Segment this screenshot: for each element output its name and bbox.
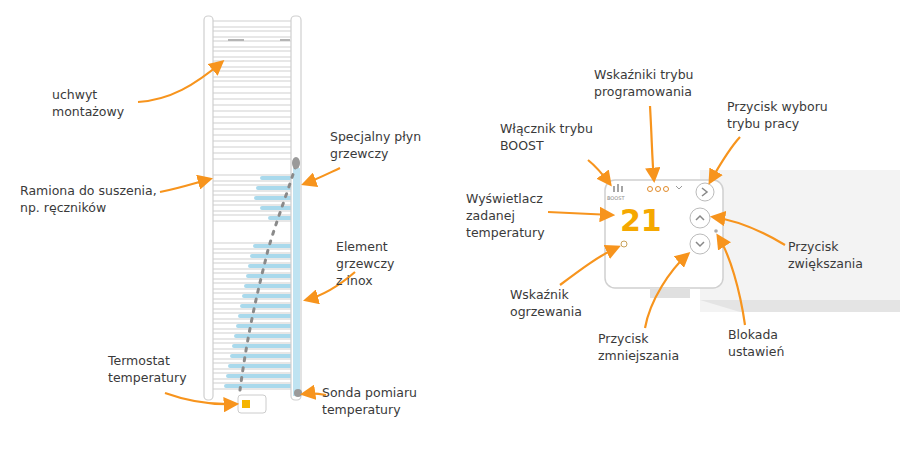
lock-indicator — [714, 229, 718, 233]
leader-arrow — [650, 106, 654, 180]
display-digits: 21 — [620, 204, 680, 238]
callout-label: Termostat temperatury — [108, 352, 203, 386]
mini-display — [242, 400, 250, 408]
callout-label: Wyświetlacz zadanej temperatury — [466, 190, 558, 241]
leader-arrow — [718, 236, 745, 325]
program-icon — [676, 186, 682, 189]
callout-label: Wskaźniki trybu programowania — [594, 66, 712, 100]
leader-arrow — [160, 179, 210, 192]
leader-arrow — [588, 160, 610, 184]
leader-arrow — [710, 137, 740, 182]
sensor-probe — [294, 389, 302, 397]
radiator — [204, 16, 302, 413]
leader-arrow — [138, 62, 222, 102]
mode-button — [696, 183, 714, 201]
decrease-icon — [696, 242, 704, 246]
callout-label: Element grzewczy z inox — [336, 238, 404, 289]
element-cap — [292, 157, 300, 169]
leader-arrow — [713, 217, 785, 245]
heating-indicator-icon — [621, 241, 627, 247]
callout-label: Przycisk zmniejszania — [598, 330, 696, 364]
mode-icon — [702, 188, 707, 196]
thermostat-panel — [605, 170, 900, 312]
callout-label: uchwyt montażowy — [52, 86, 137, 120]
panel-body — [700, 170, 900, 312]
leader-arrow — [645, 254, 688, 328]
leader-arrows — [138, 62, 785, 404]
leader-arrow — [304, 168, 340, 184]
program-indicator — [648, 187, 653, 192]
fluid-rail — [293, 168, 300, 396]
right-rail — [291, 16, 301, 400]
callout-label: Przycisk wyboru trybu pracy — [727, 98, 842, 132]
leader-arrow — [165, 393, 236, 404]
panel-front — [605, 180, 723, 288]
mount-bracket — [228, 39, 290, 41]
panel-base — [700, 300, 900, 312]
callout-label: Blokada ustawień — [728, 326, 808, 360]
program-indicator — [664, 187, 669, 192]
boost-icon — [614, 184, 622, 192]
callout-label: Specjalny płyn grzewczy — [330, 128, 442, 162]
callout-label: Ramiona do suszenia, np. ręczników — [20, 182, 178, 216]
button-caption: BOOST — [607, 195, 637, 201]
mini-thermostat — [238, 395, 266, 413]
increase-icon — [696, 216, 704, 220]
callout-label: Sonda pomiaru temperatury — [322, 384, 437, 418]
leader-arrow — [548, 212, 612, 215]
program-indicator — [656, 187, 661, 192]
callout-label: Włącznik trybu BOOST — [500, 120, 608, 154]
increase-button — [690, 208, 710, 228]
leader-arrow — [560, 247, 618, 285]
callout-label: Wskaźnik ogrzewania — [510, 286, 595, 320]
heating-element — [240, 165, 296, 390]
callout-label: Przycisk zwiększania — [788, 238, 883, 272]
decrease-button — [690, 234, 710, 254]
